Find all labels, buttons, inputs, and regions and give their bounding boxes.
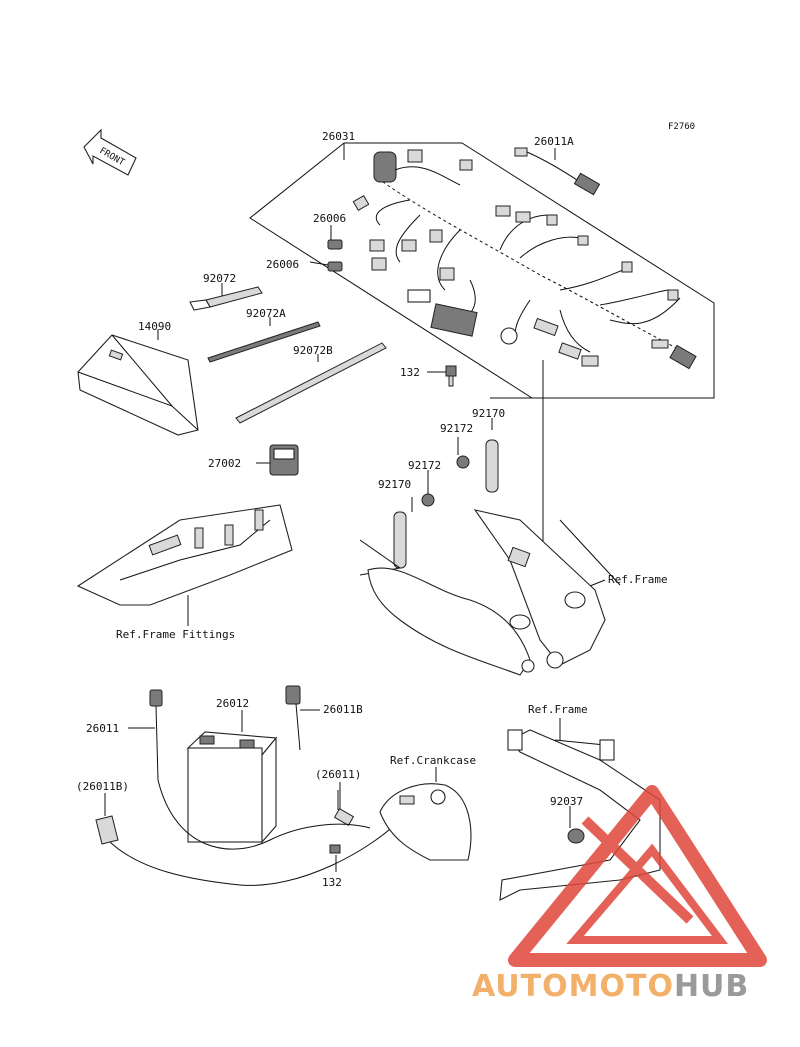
label-92037: 92037 [550,795,583,808]
label-ref-frame-fittings: Ref.Frame Fittings [116,628,235,641]
lead-26011b [285,685,301,751]
collar-92170-b [393,511,407,569]
label-92170-a: 92170 [472,407,505,420]
frame-fittings [76,504,293,606]
fuse-26006-b [327,261,343,272]
label-132-top: 132 [400,366,420,379]
label-92172-a: 92172 [440,422,473,435]
band-92072 [189,286,263,311]
label-26011b-paren: (26011B) [76,780,129,793]
label-92072b: 92072B [293,344,333,357]
label-ref-frame-2: Ref.Frame [528,703,588,716]
cover-14090 [77,334,199,436]
bolt-92172-a [456,455,470,469]
bolt-92172-b [421,493,435,507]
label-26011a: 26011A [534,135,574,148]
label-26006-b: 26006 [266,258,299,271]
label-27002: 27002 [208,457,241,470]
relay-27002 [269,444,299,476]
lead-26011b-paren [95,815,401,886]
label-132-bottom: 132 [322,876,342,889]
lead-26011-paren [333,790,355,827]
lead-26011a [514,147,601,196]
label-26011b: 26011B [323,703,363,716]
battery-26012 [186,731,278,844]
fuse-26006-a [327,239,343,250]
label-92072: 92072 [203,272,236,285]
band-92072a [207,321,321,363]
label-26011: 26011 [86,722,119,735]
label-92170-b: 92170 [378,478,411,491]
label-26006-a: 26006 [313,212,346,225]
label-26012: 26012 [216,697,249,710]
front-arrow-icon: FRONT [83,128,137,176]
figure-id: F2760 [668,122,695,132]
crankcase [379,783,472,861]
watermark-logo-icon [508,785,767,967]
label-14090: 14090 [138,320,171,333]
label-92172-b: 92172 [408,459,441,472]
bolt-132-bottom [329,844,341,854]
cable-routing [157,779,371,850]
harness-box-outline [249,142,715,399]
frame-upper [359,509,621,676]
label-26011-paren: (26011) [315,768,361,781]
watermark-part2: HUB [674,969,749,1004]
callout-lines [104,148,606,872]
bolt-132-top [445,365,457,387]
lead-26011 [149,689,163,781]
watermark-text: AUTOMOTOHUB [472,969,749,1004]
collar-92170-a [485,439,499,493]
band-92072b [235,342,387,424]
main-wiring-harness [352,149,697,370]
label-26031: 26031 [322,130,355,143]
label-ref-frame-1: Ref.Frame [608,573,668,586]
watermark-part1: AUTOMOTO [472,969,674,1004]
label-92072a: 92072A [246,307,286,320]
label-ref-crankcase: Ref.Crankcase [390,754,476,767]
